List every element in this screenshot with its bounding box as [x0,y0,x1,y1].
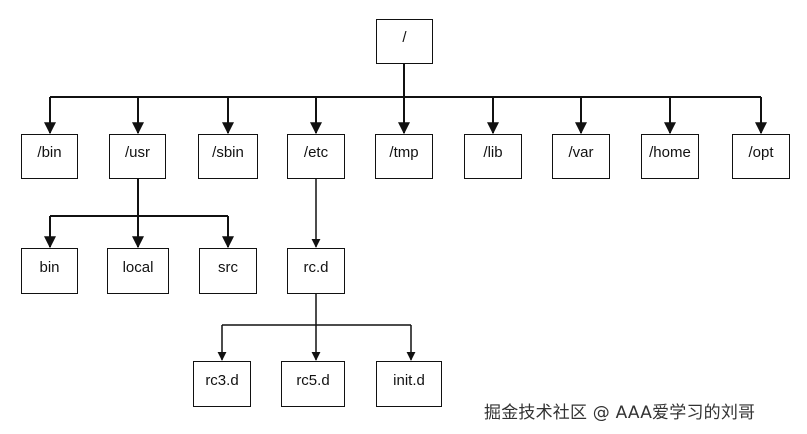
node-var: /var [552,134,610,179]
node-initd: init.d [376,361,442,407]
node-usr: /usr [109,134,166,179]
node-rc5d: rc5.d [281,361,345,407]
node-lib: /lib [464,134,522,179]
node-usr-src: src [199,248,257,294]
node-root: / [376,19,433,64]
node-sbin: /sbin [198,134,258,179]
node-home: /home [641,134,699,179]
watermark-text: 掘金技术社区 @ AAA爱学习的刘哥 [484,403,756,423]
node-etc: /etc [287,134,345,179]
node-rc3d: rc3.d [193,361,251,407]
node-rcd: rc.d [287,248,345,294]
node-tmp: /tmp [375,134,433,179]
node-opt: /opt [732,134,790,179]
node-usr-bin: bin [21,248,78,294]
node-usr-local: local [107,248,169,294]
node-bin: /bin [21,134,78,179]
